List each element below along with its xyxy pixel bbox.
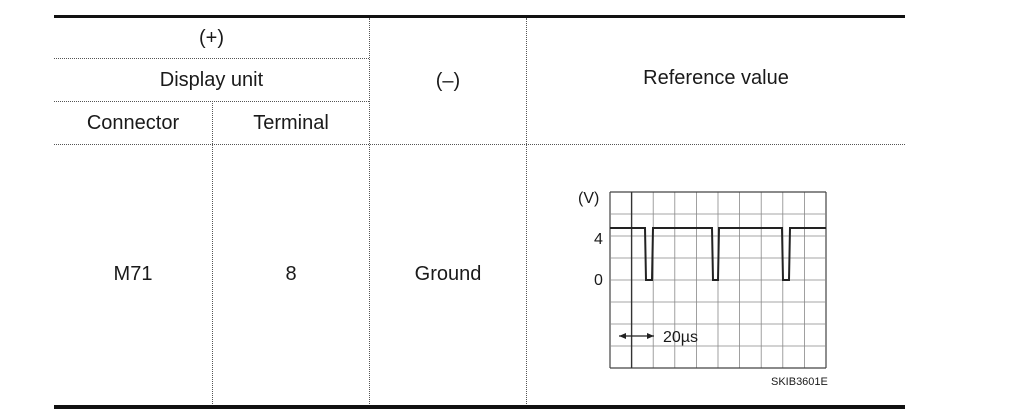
connector-header: Connector [86,111,180,134]
table-top-rule [54,15,905,18]
row-divider-display-unit [54,101,369,102]
terminal-reference-table: (+) Display unit Connector Terminal (–) … [54,15,905,409]
pulse-trace [610,227,826,281]
oscilloscope-waveform: (V) 4 0 20µs SKIB3601E [550,170,850,390]
col-divider-connector [212,101,213,406]
col-divider-minus [526,18,527,406]
reference-value-header: Reference value [643,66,789,89]
header-body-divider [54,144,905,145]
connector-value: M71 [113,262,153,285]
terminal-header: Terminal [253,111,329,134]
y-tick-4: 4 [594,231,603,248]
figure-code: SKIB3601E [771,376,828,388]
time-scale-label: 20µs [663,329,698,346]
y-tick-0: 0 [594,272,603,289]
row-divider-plus [54,58,369,59]
terminal-value: 8 [285,262,297,285]
ground-value: Ground [414,262,482,285]
volt-unit-label: (V) [578,190,599,207]
display-unit-header: Display unit [159,68,264,91]
col-divider-terminal [369,18,370,406]
table-bottom-rule [54,405,905,409]
minus-header: (–) [435,69,461,92]
waveform-graph: (V) 4 0 20µs SKIB3601E [578,190,828,388]
plus-header: (+) [199,26,224,49]
time-scale-arrow [619,333,654,339]
